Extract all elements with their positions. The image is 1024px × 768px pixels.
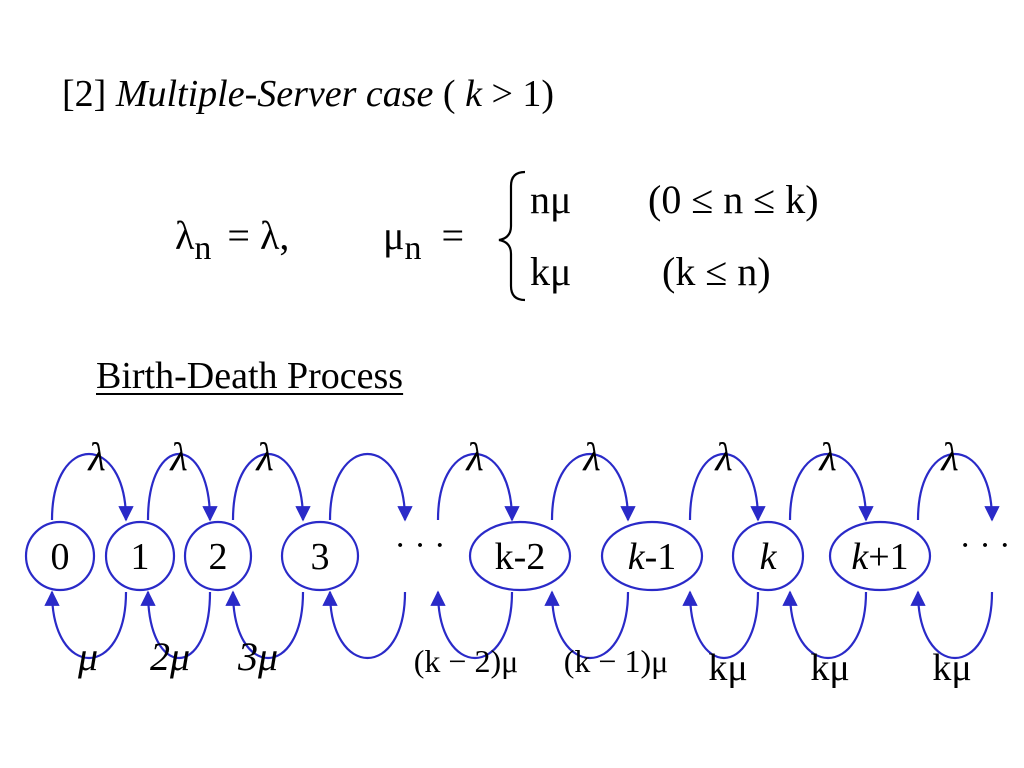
state-label: k-2 xyxy=(495,536,546,578)
death-arrow-0 xyxy=(44,590,128,660)
death-rate-label: (k − 2)μ xyxy=(414,643,519,679)
birth-rate-label: λ xyxy=(87,434,105,479)
title-prefix: [2] xyxy=(62,73,116,115)
state-label: 1 xyxy=(131,536,150,578)
state-label: k-1 xyxy=(628,536,677,578)
death-arrow-3 xyxy=(322,590,407,660)
state-node-1 xyxy=(104,520,176,592)
death-arrow-6 xyxy=(682,590,760,660)
state-nodes: 0 1 2 3 k-2 k-1 k k+1 xyxy=(24,520,932,592)
slide-title: [2] Multiple-Server case ( k > 1) xyxy=(62,72,554,116)
case1-value: nμ xyxy=(530,177,572,222)
state-node-6 xyxy=(731,520,805,592)
state-node-7 xyxy=(828,520,932,592)
state-label: 3 xyxy=(311,536,330,578)
birth-arrow-2 xyxy=(231,452,311,522)
state-node-3 xyxy=(280,520,360,592)
death-rate-label: μ xyxy=(77,634,98,679)
birth-rate-label: λ xyxy=(582,434,600,479)
state-label: 0 xyxy=(51,536,70,578)
case2-condition: (k ≤ n) xyxy=(662,249,771,294)
death-arrow-4 xyxy=(430,590,514,660)
death-rate-label: kμ xyxy=(932,647,971,689)
death-arrow-1 xyxy=(140,590,212,660)
death-arrow-2 xyxy=(225,590,305,660)
lambda-subscript: n xyxy=(194,230,212,267)
death-rate-label: kμ xyxy=(708,647,747,689)
birth-arrow-6 xyxy=(688,452,766,522)
lambda-symbol: λ xyxy=(175,213,195,258)
title-case-name: Multiple-Server case xyxy=(115,73,434,115)
death-rate-label: 3μ xyxy=(237,634,278,679)
state-label: k+1 xyxy=(851,536,908,578)
ellipsis-1: · · · xyxy=(960,527,1011,564)
birth-arrow-1 xyxy=(146,452,218,522)
title-k: k xyxy=(465,73,482,115)
birth-rate-label: λ xyxy=(169,434,187,479)
death-arrow-7 xyxy=(782,590,868,660)
birth-arrow-8 xyxy=(916,452,1000,522)
rate-labels: · · · · · · λ λ λ λ λ λ λ λ μ 2μ 3μ (k − 2)μ (k − 1)μ k… xyxy=(77,434,1011,689)
state-label: k xyxy=(760,536,778,578)
state-node-4 xyxy=(468,520,572,592)
case2-value: kμ xyxy=(530,249,572,294)
birth-arrow-4 xyxy=(436,452,520,522)
case1-condition: (0 ≤ n ≤ k) xyxy=(648,177,819,222)
death-rate-label: kμ xyxy=(810,647,849,689)
birth-arrow-5 xyxy=(550,452,636,522)
birth-arrow-0 xyxy=(50,452,134,522)
state-node-2 xyxy=(183,520,253,592)
birth-rate-label: λ xyxy=(940,434,958,479)
birth-arrow-7 xyxy=(788,452,874,522)
mu-n-formula: μn = xyxy=(383,212,465,267)
state-label: 2 xyxy=(209,536,228,578)
birth-rate-label: λ xyxy=(465,434,483,479)
death-rate-label: 2μ xyxy=(150,634,190,679)
title-condition-rest: > 1) xyxy=(481,73,555,115)
lambda-rhs: = λ, xyxy=(227,213,290,258)
state-node-0 xyxy=(24,520,96,592)
lambda-n-formula: λn = λ, xyxy=(175,212,290,267)
birth-rate-label: λ xyxy=(255,434,273,479)
state-node-5 xyxy=(600,520,704,592)
birth-rate-label: λ xyxy=(714,434,732,479)
title-condition-open: ( xyxy=(433,73,466,115)
birth-arrow-3 xyxy=(328,452,413,522)
death-arrow-5 xyxy=(544,590,630,660)
mu-equals: = xyxy=(441,213,465,258)
section-heading: Birth-Death Process xyxy=(96,355,404,397)
transition-arrows xyxy=(44,452,1000,660)
ellipsis-0: · · · xyxy=(395,527,446,564)
death-rate-label: (k − 1)μ xyxy=(564,643,669,679)
mu-symbol: μ xyxy=(383,213,405,258)
birth-rate-label: λ xyxy=(818,434,836,479)
death-arrow-8 xyxy=(910,590,994,660)
mu-subscript: n xyxy=(404,230,422,267)
